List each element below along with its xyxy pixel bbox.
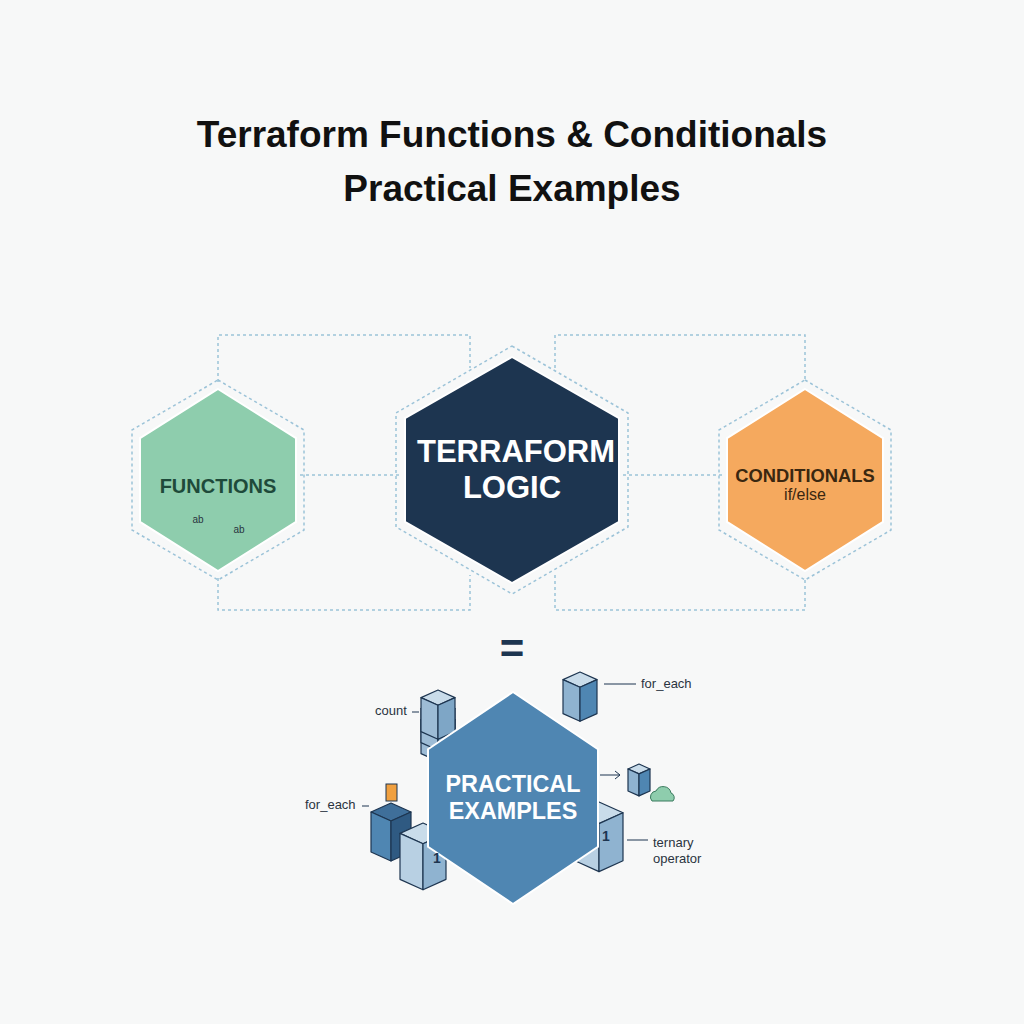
cloud-icon [650, 787, 674, 801]
orange-block [386, 784, 397, 801]
node-subtext: if/else [784, 486, 826, 504]
icon-text: ab [187, 514, 209, 526]
hexagon-node: CONDITIONALSif/else [727, 389, 883, 571]
dotted-connector [623, 474, 723, 476]
dotted-connector [300, 474, 401, 476]
callout-label: ternary operator [653, 835, 723, 866]
icon-text: ab [228, 524, 250, 536]
symbol-label: 1 [430, 850, 444, 867]
dotted-hex-outline [132, 380, 304, 580]
cube-icon [628, 764, 650, 796]
server-slab [421, 690, 455, 739]
dotted-hex-outline [719, 380, 891, 580]
diagram-title: Terraform Functions & Conditionals Pract… [152, 108, 872, 215]
symbol-label: = [494, 624, 530, 674]
leader-line [604, 684, 636, 685]
callout-label: for_each [305, 797, 365, 813]
dotted-hex-outline [396, 346, 628, 594]
node-heading: PRACTICAL EXAMPLES [438, 771, 588, 825]
hexagon-node: PRACTICAL EXAMPLES [428, 692, 598, 904]
node-heading: TERRAFORM LOGIC [417, 434, 607, 505]
leader-line [412, 712, 419, 713]
leader-line [627, 840, 648, 841]
cube-icon [563, 672, 597, 721]
arrow-icon [600, 771, 620, 779]
leader-line [362, 806, 369, 807]
hexagon-node: FUNCTIONS [140, 389, 296, 571]
dotted-bracket [132, 335, 891, 610]
symbol-label: 1 [599, 828, 613, 845]
node-heading: FUNCTIONS [160, 475, 277, 498]
hexagon-node: TERRAFORM LOGIC [405, 357, 619, 583]
callout-label: for_each [641, 676, 711, 692]
node-heading: CONDITIONALS [735, 465, 875, 486]
callout-label: count [371, 703, 411, 719]
